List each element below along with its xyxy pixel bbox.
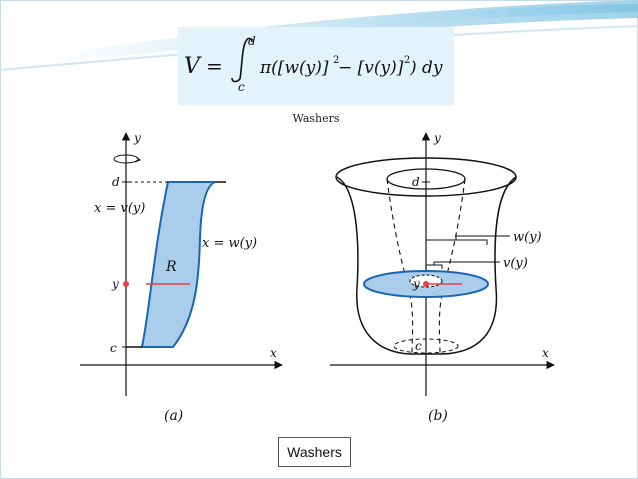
b-inner-surface-right	[438, 178, 466, 355]
formula-tail: ) dy	[409, 58, 443, 78]
b-inner-surface-left	[386, 178, 414, 355]
formula-lhs: V	[184, 54, 202, 79]
b-x-axis-label: x	[542, 346, 549, 360]
b-label-c: c	[415, 339, 422, 353]
b-y-axis-label: y	[433, 131, 441, 145]
b-outer-radius-bracket	[425, 239, 488, 245]
a-x-axis-label: x	[270, 346, 277, 360]
a-label-c: c	[110, 341, 117, 355]
b-inner-radius-label: v(y)	[503, 256, 528, 271]
formula-exponent-1: 2	[333, 55, 339, 66]
washers-caption-box: Washers	[278, 437, 351, 467]
b-base-ellipse	[393, 338, 459, 354]
a-right-curve-label: x = w(y)	[202, 236, 257, 251]
b-y-point	[423, 281, 429, 287]
a-rotation-arrowhead	[134, 156, 142, 163]
b-outer-radius-label: w(y)	[513, 230, 542, 245]
b-caption: (b)	[428, 408, 448, 424]
formula-integrand: π([w(y)]	[259, 58, 329, 78]
formula-box: V = d c π([w(y)] 2 − [v(y)] 2 ) dy Washe…	[178, 27, 454, 125]
b-solid-outline	[336, 176, 517, 355]
region-r	[140, 181, 216, 348]
b-inner-radius-bracket	[425, 264, 443, 269]
formula-subtitle: Washers	[292, 112, 340, 125]
formula-equals: =	[206, 54, 223, 78]
a-label-y: y	[111, 277, 119, 291]
a-left-curve-label: x = v(y)	[94, 201, 145, 216]
washer-figure: y x d c y x = v(y) x = w(y) R (a)	[80, 131, 555, 424]
figure-panel: y x d c y x = v(y) x = w(y) R (a)	[60, 128, 565, 473]
b-outer-rim	[335, 157, 517, 197]
integral-sign	[231, 37, 253, 83]
integral-lower-bound: c	[238, 80, 245, 94]
integral-upper-bound: d	[248, 34, 256, 48]
a-y-point	[123, 281, 129, 287]
b-label-d: d	[412, 175, 420, 189]
a-caption: (a)	[164, 408, 183, 424]
figure-a: y x d c y x = v(y) x = w(y) R (a)	[80, 131, 283, 424]
b-label-y: y	[412, 277, 420, 291]
a-region-label: R	[165, 259, 177, 275]
formula-minus-term: − [v(y)]	[338, 58, 404, 78]
volume-formula: V = d c π([w(y)] 2 − [v(y)] 2 ) dy	[184, 34, 443, 94]
formula-exponent-2: 2	[404, 55, 410, 66]
figure-b: y x d c	[330, 131, 555, 424]
a-label-d: d	[112, 175, 120, 189]
a-y-axis-label: y	[133, 131, 141, 145]
